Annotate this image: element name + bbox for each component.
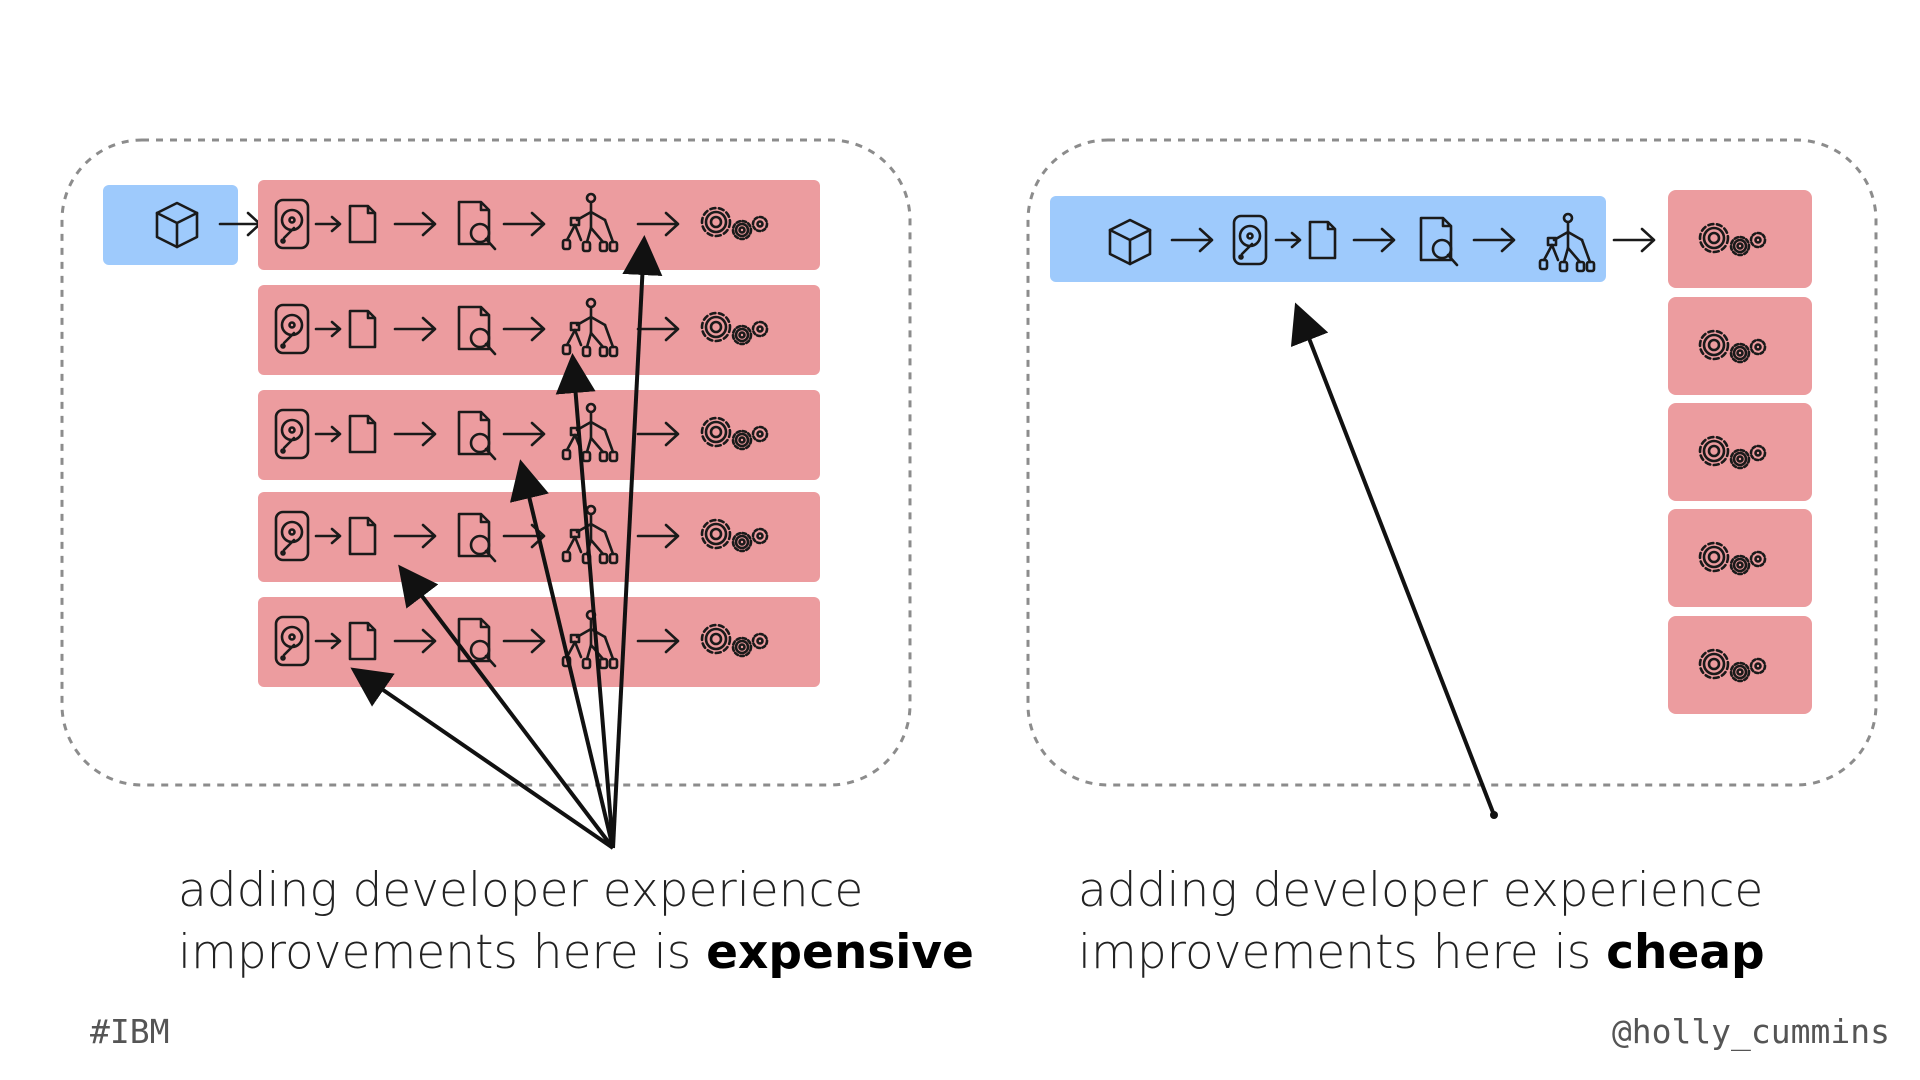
right-panel-border — [1026, 138, 1878, 787]
right-caption-line2: improvements here is cheap — [1078, 922, 1765, 984]
left-caption-line2: improvements here is expensive — [178, 922, 974, 984]
right-gear-box-3 — [1668, 403, 1812, 501]
right-pointer-arrow — [1290, 302, 1496, 816]
footer-handle: @holly_cummins — [1611, 1012, 1890, 1051]
arrow-right-icon — [1612, 227, 1656, 253]
right-caption: adding developer experience improvements… — [1078, 860, 1765, 984]
left-caption: adding developer experience improvements… — [178, 860, 974, 984]
right-shared-pipeline-box — [1050, 196, 1606, 282]
left-panel — [60, 138, 912, 850]
right-panel — [1026, 138, 1878, 819]
pipeline-row-5 — [258, 597, 820, 687]
right-caption-emphasis: cheap — [1606, 925, 1765, 980]
right-gear-box-2 — [1668, 297, 1812, 395]
right-caption-prefix: improvements here is — [1078, 925, 1607, 980]
pipeline-row-3 — [258, 390, 820, 480]
left-caption-line1: adding developer experience — [178, 863, 864, 918]
left-caption-prefix: improvements here is — [178, 925, 707, 980]
pipeline-row-2 — [258, 285, 820, 375]
right-gear-box-5 — [1668, 616, 1812, 714]
right-gear-box-1 — [1668, 190, 1812, 288]
right-caption-line1: adding developer experience — [1078, 863, 1764, 918]
left-caption-emphasis: expensive — [706, 925, 974, 980]
right-gear-box-4 — [1668, 509, 1812, 607]
left-panel-border — [60, 138, 912, 787]
pipeline-row-1 — [258, 180, 820, 270]
left-shared-box — [103, 185, 238, 265]
right-pointer-origin — [1490, 811, 1498, 819]
left-pointer-arrows — [350, 235, 663, 850]
footer-hashtag: #IBM — [90, 1012, 170, 1051]
